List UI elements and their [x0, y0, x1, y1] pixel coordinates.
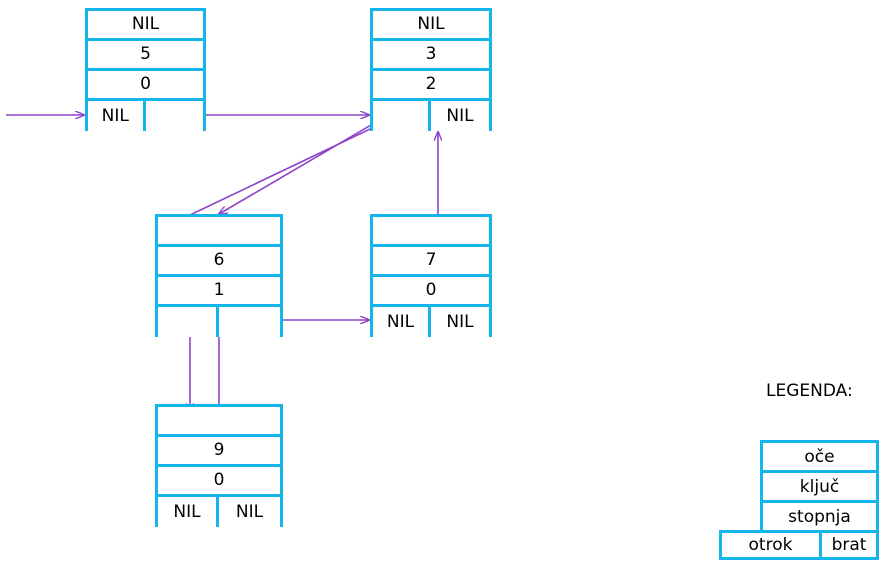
node-7[interactable]: 7 0 NIL NIL [370, 214, 492, 337]
node-6-parent-row [158, 217, 280, 247]
node-5-sibling-cell [145, 101, 203, 131]
node-7-pointer-row: NIL NIL [373, 307, 489, 337]
node-7-sibling-cell: NIL [431, 307, 489, 337]
legend-key-label: ključ [799, 476, 840, 497]
node-9-key-row: 9 [158, 437, 280, 467]
legend-sibling-label: brat [831, 535, 867, 555]
node-9[interactable]: 9 0 NIL NIL [155, 404, 283, 527]
node-5-parent-row: NIL [88, 11, 203, 41]
node-5-degree-value: 0 [140, 74, 151, 94]
node-3[interactable]: NIL 3 2 NIL [370, 8, 492, 131]
node-7-key-value: 7 [425, 250, 437, 270]
node-9-degree-value: 0 [213, 470, 225, 490]
legend-key-row: ključ [760, 470, 879, 500]
node-3-sibling-value: NIL [446, 105, 474, 126]
node-5-parent-value: NIL [131, 14, 160, 34]
node-6-degree-row: 1 [158, 277, 280, 307]
node-6-pointer-row [158, 307, 280, 337]
legend-child-label: otrok [748, 535, 793, 555]
node-6-sibling-cell [219, 307, 280, 337]
legend-parent-label: oče [804, 446, 835, 467]
node-6[interactable]: 6 1 [155, 214, 283, 337]
node-3-parent-row: NIL [373, 11, 489, 41]
node-9-sibling-value: NIL [235, 501, 264, 522]
node-9-parent-row [158, 407, 280, 437]
node-9-key-value: 9 [213, 440, 225, 460]
node-9-child-cell: NIL [158, 497, 219, 527]
node-3-child-cell [373, 101, 431, 131]
node-5-key-value: 5 [140, 44, 151, 64]
node-3-sibling-cell: NIL [431, 101, 489, 131]
node-5[interactable]: NIL 5 0 NIL [85, 8, 206, 131]
node-5-pointer-row: NIL [88, 101, 203, 131]
legend-degree-row: stopnja [760, 500, 879, 530]
node-3-key-row: 3 [373, 41, 489, 71]
node-7-sibling-value: NIL [446, 311, 474, 332]
legend-pointer-row: otrok brat [719, 530, 879, 560]
legend-degree-label: stopnja [788, 506, 851, 527]
node-6-degree-value: 1 [213, 280, 225, 300]
node-9-degree-row: 0 [158, 467, 280, 497]
node-6-key-row: 6 [158, 247, 280, 277]
legend-title: LEGENDA: [766, 381, 853, 401]
node-7-key-row: 7 [373, 247, 489, 277]
arrow-node3-child-to-node6 [219, 117, 384, 214]
node-5-child-value: NIL [101, 105, 129, 126]
legend-parent-row: oče [760, 440, 879, 470]
node-7-degree-value: 0 [425, 280, 437, 300]
node-3-degree-row: 2 [373, 71, 489, 101]
legend-node: oče ključ stopnja [760, 440, 879, 530]
node-9-pointer-row: NIL NIL [158, 497, 280, 527]
node-7-child-cell: NIL [373, 307, 431, 337]
node-7-parent-row [373, 217, 489, 247]
legend-child-cell: otrok [722, 533, 822, 557]
legend-pointer-node: otrok brat [719, 530, 879, 560]
node-9-child-value: NIL [173, 501, 201, 522]
node-3-key-value: 3 [425, 44, 437, 64]
node-7-child-value: NIL [386, 311, 415, 332]
node-5-degree-row: 0 [88, 71, 203, 101]
node-6-key-value: 6 [213, 250, 225, 270]
node-6-child-cell [158, 307, 219, 337]
node-3-pointer-row: NIL [373, 101, 489, 131]
node-5-key-row: 5 [88, 41, 203, 71]
node-3-degree-value: 2 [425, 74, 437, 94]
arrow-node6-parent-to-node3 [189, 120, 389, 216]
node-7-degree-row: 0 [373, 277, 489, 307]
node-5-child-cell: NIL [88, 101, 146, 131]
legend-sibling-cell: brat [822, 533, 876, 557]
node-9-sibling-cell: NIL [219, 497, 280, 527]
node-3-parent-value: NIL [417, 14, 445, 34]
